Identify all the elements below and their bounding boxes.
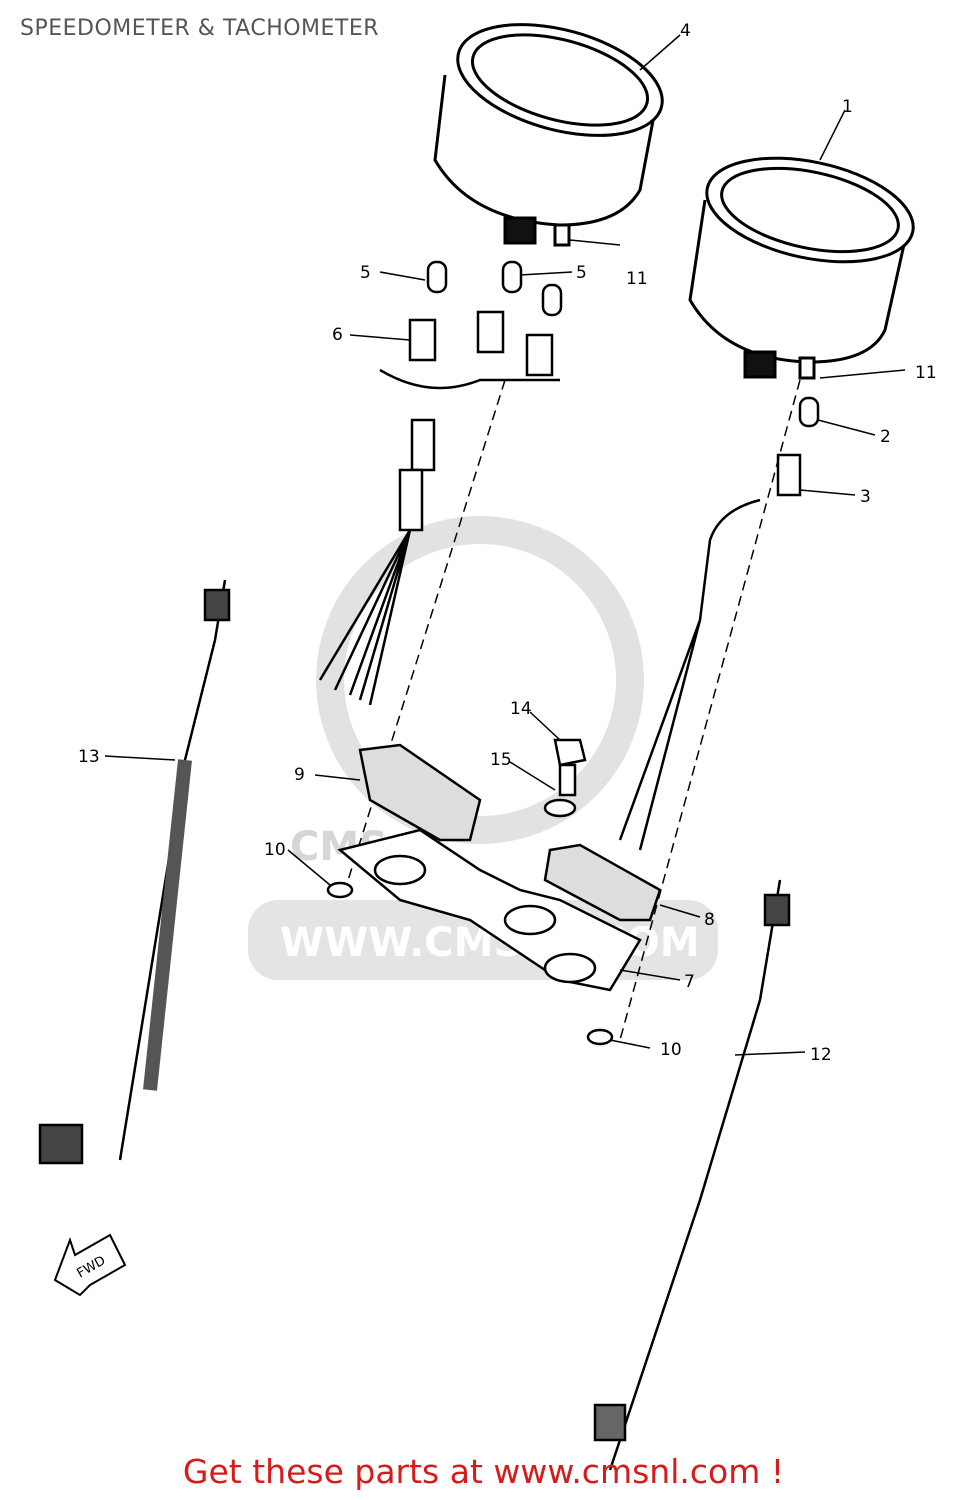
fwd-arrow: FWD [53,1233,127,1297]
callout-15: 15 [490,750,512,770]
callout-5b: 5 [576,263,587,283]
callout-labels: 4 1 5 5 6 11 11 2 3 14 15 13 9 10 8 7 10… [78,21,937,1065]
mounting-brackets [326,738,662,1046]
footer-cta[interactable]: Get these parts at www.cmsnl.com ! [182,1452,785,1491]
callout-9: 9 [294,765,305,785]
drive-cables [38,579,791,1471]
callout-5a: 5 [360,263,371,283]
callout-14: 14 [510,699,532,719]
callout-1: 1 [842,97,853,117]
callout-13: 13 [78,747,100,767]
tachometer-unit [433,23,664,247]
callout-3: 3 [860,487,871,507]
speedometer-unit [688,156,915,380]
leader-lines [104,34,906,1056]
callout-7: 7 [684,972,695,992]
callout-10b: 10 [660,1040,682,1060]
callout-8: 8 [704,910,715,930]
page-title: SPEEDOMETER & TACHOMETER [20,16,380,41]
callout-11a: 11 [626,269,648,289]
callout-12: 12 [810,1045,832,1065]
callout-4: 4 [680,21,691,41]
wiring-harness [318,418,761,851]
callout-2: 2 [880,427,891,447]
callout-10a: 10 [264,840,286,860]
callout-6: 6 [332,325,343,345]
callout-11b: 11 [915,363,937,383]
assembly-lines [344,379,801,1041]
bulbs-and-sockets [379,260,820,497]
